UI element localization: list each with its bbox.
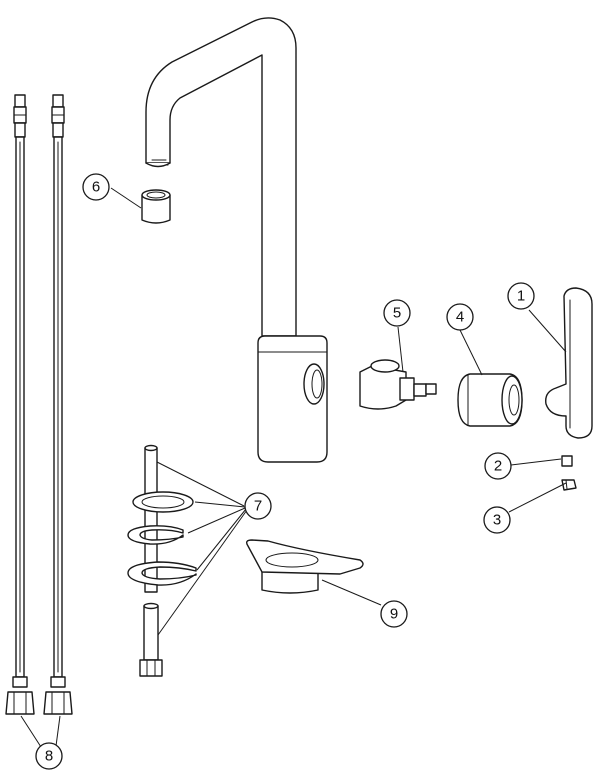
callout-8-label: 8 [45, 748, 53, 765]
callout-9-label: 9 [390, 606, 398, 623]
callout-1-label: 1 [517, 288, 525, 305]
callout-6: 6 [82, 173, 110, 201]
callout-7: 7 [244, 492, 272, 520]
callout-5-label: 5 [393, 305, 401, 322]
flexible-hose-right [43, 94, 73, 715]
faucet-spout [145, 17, 297, 337]
callout-4: 4 [446, 303, 474, 331]
callout-7-label: 7 [254, 498, 262, 515]
sleeve [457, 373, 523, 427]
set-screw [561, 455, 573, 467]
leader-lines [20, 187, 567, 748]
lever-handle [545, 287, 593, 439]
callout-3: 3 [483, 506, 511, 534]
callout-2: 2 [484, 452, 512, 480]
flexible-hose-left [5, 94, 35, 715]
cap [561, 479, 577, 491]
callout-1: 1 [507, 282, 535, 310]
base-plate [245, 539, 364, 594]
faucet-body [257, 335, 328, 463]
callout-9: 9 [380, 600, 408, 628]
callout-6-label: 6 [92, 179, 100, 196]
callout-2-label: 2 [494, 458, 502, 475]
aerator [141, 189, 171, 224]
callout-5: 5 [383, 299, 411, 327]
mounting-kit [127, 444, 197, 677]
callout-3-label: 3 [493, 512, 501, 529]
callout-4-label: 4 [456, 309, 464, 326]
callout-8: 8 [35, 742, 63, 770]
cartridge [359, 359, 437, 410]
